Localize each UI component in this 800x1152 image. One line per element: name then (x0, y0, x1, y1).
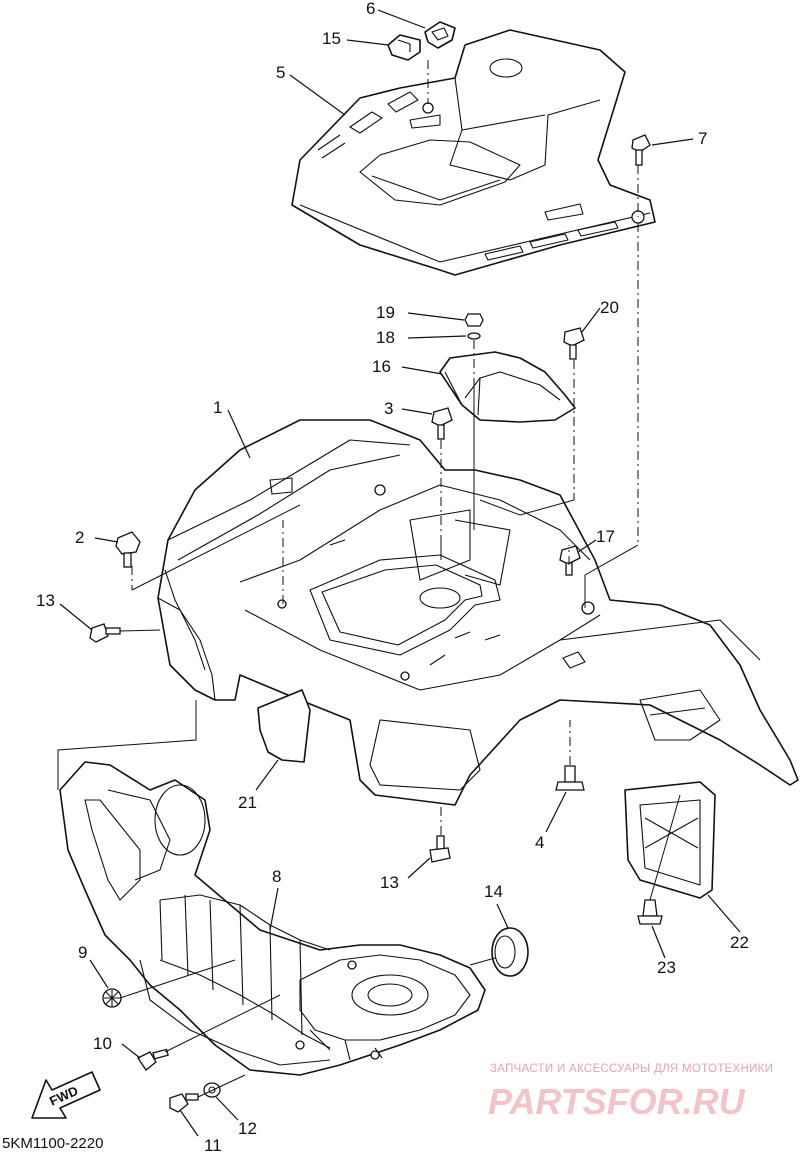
part-19-nut (464, 313, 484, 327)
callout-21: 21 (238, 793, 257, 812)
callout-22: 22 (730, 933, 749, 952)
callout-11: 11 (204, 1136, 222, 1152)
callout-2: 2 (75, 528, 84, 547)
fwd-direction-arrow: FWD (31, 1071, 101, 1119)
callout-14: 14 (484, 882, 503, 901)
callout-6: 6 (366, 0, 375, 18)
callout-13-left: 13 (36, 591, 55, 610)
part-3-bolt (431, 407, 453, 440)
callout-5: 5 (276, 63, 285, 82)
part-21-guard (257, 689, 311, 763)
diagram-code: 5KM1100-2220 (2, 1135, 103, 1152)
part-1-main-fender (157, 419, 799, 806)
callout-leaders (59, 9, 741, 1137)
part-2-bolt (115, 531, 141, 568)
callout-4: 4 (535, 833, 544, 852)
part-22-mud-flap (624, 781, 716, 899)
callout-10: 10 (93, 1034, 112, 1053)
callout-13-lower: 13 (380, 873, 399, 892)
part-13-bolt-lower (429, 835, 451, 863)
part-17-bolt (559, 545, 581, 576)
part-13-bolt-left (89, 623, 121, 643)
part-6-grommet (424, 21, 456, 49)
part-8-front-cover (59, 761, 486, 1076)
assembly-guide-lines (57, 60, 681, 1098)
callout-12: 12 (238, 1119, 257, 1138)
callout-18: 18 (376, 328, 395, 347)
callout-16: 16 (372, 357, 391, 376)
callout-3: 3 (384, 399, 393, 418)
part-4-bolt (555, 765, 585, 791)
callout-8: 8 (272, 867, 281, 886)
part-20-bolt (563, 327, 585, 360)
callout-1: 1 (213, 398, 222, 417)
watermark-brand: PARTSFOR.RU (488, 1081, 746, 1122)
callout-7: 7 (698, 129, 707, 148)
callout-9: 9 (78, 943, 87, 962)
watermark-tagline: ЗАПЧАСТИ И АКСЕССУАРЫ ДЛЯ МОТОТЕХНИКИ (490, 1063, 773, 1075)
callout-15: 15 (322, 29, 341, 48)
part-10-screw (137, 1048, 169, 1071)
part-15-clip (387, 34, 421, 61)
part-18-washer (467, 332, 481, 340)
callout-17: 17 (596, 527, 615, 546)
callout-labels: 6 15 5 7 19 20 18 16 1 3 2 17 13 21 4 13… (36, 0, 749, 1152)
watermark: ЗАПЧАСТИ И АКСЕССУАРЫ ДЛЯ МОТОТЕХНИКИ PA… (488, 1063, 773, 1122)
part-23-screw (637, 899, 663, 925)
part-14-duct-ring (491, 927, 529, 977)
callout-23: 23 (657, 958, 676, 977)
part-7-bolt (631, 134, 651, 166)
callout-19: 19 (376, 303, 395, 322)
part-16-bracket (439, 351, 576, 423)
part-11-bolt (169, 1093, 199, 1113)
callout-20: 20 (600, 298, 619, 317)
part-5-top-cover (291, 29, 656, 276)
part-9-rivet (102, 988, 122, 1008)
